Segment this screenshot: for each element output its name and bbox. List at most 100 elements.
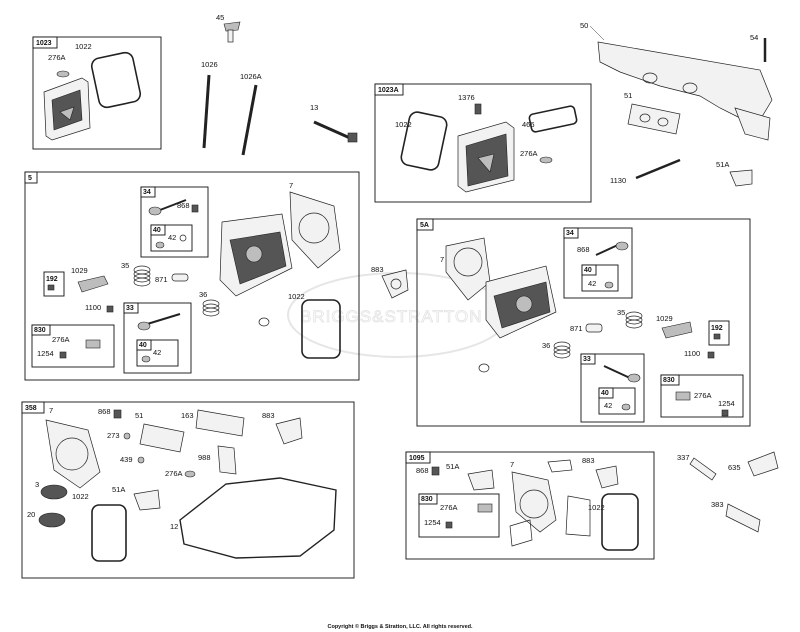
head-gasket-7c (45, 419, 101, 489)
svg-text:883: 883 (262, 411, 275, 420)
svg-text:868: 868 (577, 245, 590, 254)
svg-text:20: 20 (27, 510, 35, 519)
svg-text:383: 383 (711, 500, 724, 509)
svg-text:273: 273 (107, 431, 120, 440)
group-5A-box (416, 218, 751, 427)
svg-text:1029: 1029 (71, 266, 88, 275)
svg-text:1026A: 1026A (240, 72, 262, 81)
svg-text:42: 42 (168, 233, 176, 242)
svg-text:5A: 5A (420, 222, 429, 229)
svg-text:358: 358 (25, 405, 37, 412)
svg-text:635: 635 (728, 463, 741, 472)
pushrod-1026 (202, 74, 211, 149)
spring-35 (133, 265, 151, 287)
gasket-466 (528, 105, 578, 133)
svg-text:883: 883 (582, 456, 595, 465)
svg-text:192: 192 (711, 325, 723, 332)
svg-text:1254: 1254 (37, 349, 54, 358)
svg-text:868: 868 (98, 407, 111, 416)
head-gasket-7 (289, 191, 341, 269)
svg-text:1022: 1022 (72, 492, 89, 501)
svg-text:54: 54 (750, 33, 758, 42)
svg-text:13: 13 (310, 103, 318, 112)
gasket-12 (179, 477, 337, 559)
svg-text:40: 40 (584, 267, 592, 274)
gasket-1022 (90, 51, 142, 109)
svg-text:1022: 1022 (395, 120, 412, 129)
seal-20 (38, 512, 66, 528)
svg-text:36: 36 (199, 290, 207, 299)
svg-text:830: 830 (421, 496, 433, 503)
svg-text:1100: 1100 (85, 303, 101, 312)
svg-text:51A: 51A (446, 462, 459, 471)
svg-text:871: 871 (155, 275, 168, 284)
svg-text:7: 7 (440, 255, 444, 264)
svg-text:35: 35 (617, 308, 625, 317)
svg-text:337: 337 (677, 453, 690, 462)
watermark-text: BRIGGS&STRATTON (300, 307, 483, 326)
svg-text:7: 7 (289, 181, 293, 190)
svg-text:40: 40 (139, 342, 147, 349)
svg-text:163: 163 (181, 411, 194, 420)
svg-text:51: 51 (135, 411, 143, 420)
svg-text:1023A: 1023A (378, 87, 399, 94)
svg-text:1095: 1095 (409, 455, 425, 462)
svg-text:276A: 276A (165, 469, 183, 478)
svg-text:3: 3 (35, 480, 39, 489)
svg-text:1022: 1022 (588, 503, 605, 512)
svg-text:276A: 276A (694, 391, 712, 400)
svg-text:1022: 1022 (288, 292, 305, 301)
svg-text:830: 830 (34, 327, 46, 334)
group-1095-box (405, 451, 655, 560)
svg-text:40: 40 (601, 390, 609, 397)
svg-text:1026: 1026 (201, 60, 218, 69)
svg-text:51A: 51A (112, 485, 125, 494)
svg-text:1130: 1130 (610, 176, 626, 185)
part-383 (725, 503, 761, 533)
valve-33 (143, 313, 181, 326)
pushrod-1026A (241, 84, 258, 156)
group-1023A: 1023A 1376 1022 466 276A (374, 83, 592, 203)
svg-text:1022: 1022 (75, 42, 92, 51)
svg-text:1100: 1100 (684, 349, 700, 358)
svg-text:7: 7 (510, 460, 514, 469)
svg-text:34: 34 (143, 189, 151, 196)
svg-text:1254: 1254 (718, 399, 735, 408)
svg-text:42: 42 (604, 401, 612, 410)
spring-36 (202, 299, 220, 317)
svg-text:192: 192 (46, 276, 58, 283)
bolt-45 (223, 21, 241, 32)
spark-plug-337 (689, 457, 717, 481)
svg-text:883: 883 (371, 265, 384, 274)
group-1023-box (32, 36, 162, 150)
svg-text:988: 988 (198, 453, 211, 462)
svg-text:830: 830 (663, 377, 675, 384)
svg-text:36: 36 (542, 341, 550, 350)
svg-text:45: 45 (216, 13, 224, 22)
svg-text:12: 12 (170, 522, 178, 531)
gasket-51 (627, 103, 681, 135)
group-1095: 1095 868 51A 7 883 830 276A 1254 1022 (405, 451, 655, 560)
boot-635 (747, 451, 779, 477)
group-5: 5 34 868 40 42 7 192 1029 35 871 (24, 171, 360, 381)
group-5-box (24, 171, 360, 381)
svg-text:51: 51 (624, 91, 632, 100)
rocker-1029 (77, 275, 109, 293)
svg-text:50: 50 (580, 21, 588, 30)
group-1023A-box (374, 83, 592, 203)
group-358-box (21, 401, 355, 579)
gasket-1022b (400, 111, 448, 171)
svg-text:1254: 1254 (424, 518, 441, 527)
head-gasket-7b (445, 237, 491, 301)
gasket-1022c (301, 299, 341, 359)
gasket-883: 883 (371, 265, 409, 299)
group-1023-label: 1023 (36, 40, 52, 47)
spring-36b (553, 341, 571, 359)
svg-text:40: 40 (153, 227, 161, 234)
svg-text:42: 42 (153, 348, 161, 357)
svg-text:33: 33 (583, 356, 591, 363)
copyright-text: Copyright © Briggs & Stratton, LLC. All … (327, 623, 473, 630)
manifold-50 (597, 41, 773, 121)
svg-text:868: 868 (416, 466, 429, 475)
